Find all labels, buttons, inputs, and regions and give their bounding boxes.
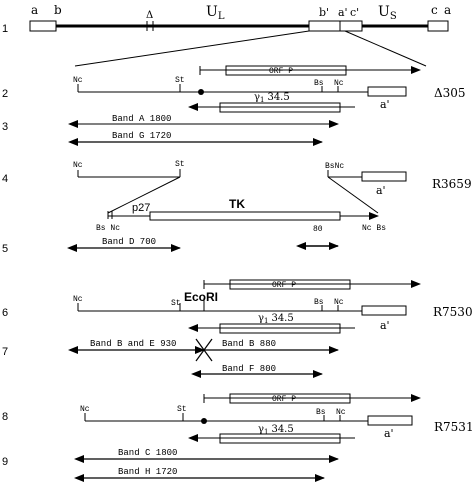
- orf-p-label: ORF P: [269, 67, 293, 76]
- label-UL: UL: [206, 4, 225, 22]
- band-be-label: Band B and E 930: [90, 339, 176, 349]
- a-prime-box: [367, 415, 413, 426]
- bands-row-9: 9 Band C 1800 Band H 1720: [2, 448, 339, 482]
- a-prime-box: [361, 305, 407, 316]
- site-nc-left: Nc: [73, 76, 83, 85]
- site-nc-bs: Nc Bs: [362, 224, 386, 233]
- row-number-2: 2: [2, 88, 8, 100]
- bands-row-5: 5 Band D 700: [2, 237, 339, 255]
- label-b-left: b: [54, 3, 62, 17]
- expansion-line-left: [74, 30, 310, 67]
- box-b-prime: [308, 20, 341, 32]
- label-US: US: [378, 4, 397, 22]
- band-f-label: Band F 800: [222, 364, 276, 374]
- site-nc: Nc: [73, 161, 83, 170]
- bands-row-7: 7 Band B and E 930 Band B 880 Band F 800: [2, 338, 339, 378]
- row-number-4: 4: [2, 173, 8, 185]
- site-st: St: [171, 299, 181, 308]
- construct-name-r7530: R7530: [433, 305, 473, 319]
- insert-line-left: [107, 176, 181, 214]
- tk-label: TK: [229, 197, 245, 211]
- label-c-prime: c': [350, 6, 359, 19]
- ecori-cut-mark-2: [195, 338, 213, 362]
- row-number-6: 6: [2, 307, 8, 319]
- site-ecori: EcoRI: [184, 290, 218, 304]
- a-prime-box: [367, 86, 407, 97]
- label-a-right: a: [444, 3, 451, 17]
- construct-name-d305: Δ305: [434, 86, 466, 100]
- site-nc-right: Nc: [336, 408, 346, 417]
- box-a-c-prime: [339, 20, 363, 32]
- a-prime-label: a': [380, 319, 390, 332]
- band-c-label: Band C 1800: [118, 448, 177, 458]
- insertion-dot: [201, 418, 207, 424]
- site-st: St: [177, 405, 187, 414]
- deletion-dot: [198, 89, 204, 95]
- expansion-line-right: [344, 30, 427, 67]
- a-prime-label: a': [380, 98, 390, 111]
- label-b-prime: b': [319, 6, 329, 19]
- site-st: St: [175, 76, 185, 85]
- site-nc-left: Nc: [73, 295, 83, 304]
- band-g-label: Band G 1720: [112, 131, 171, 141]
- row-number-9: 9: [2, 456, 8, 468]
- a-prime-label: a': [376, 184, 386, 197]
- label-c-right: c: [431, 3, 438, 17]
- a-prime-box: [361, 171, 407, 182]
- row-number-5: 5: [2, 243, 8, 255]
- site-bs: Bs: [314, 298, 324, 307]
- p27-label: p27: [132, 202, 150, 214]
- site-bsnc: BsNc: [325, 162, 344, 171]
- orf-p-label: ORF P: [272, 281, 296, 290]
- row-number-7: 7: [2, 346, 8, 358]
- orf-p-label: ORF P: [272, 395, 296, 404]
- insert-line-right: [327, 176, 379, 214]
- band-d-label: Band D 700: [102, 237, 156, 247]
- site-bs: Bs: [316, 408, 326, 417]
- site-nc-left: Nc: [80, 405, 90, 414]
- band-h-label: Band H 1720: [118, 467, 177, 477]
- label-80: 80: [313, 225, 323, 234]
- site-bs-nc: Bs Nc: [96, 224, 120, 233]
- box-ab-left: [29, 20, 57, 32]
- site-nc-right: Nc: [334, 298, 344, 307]
- construct-name-r3659: R3659: [432, 177, 472, 191]
- site-st: St: [175, 160, 185, 169]
- bands-row-3: 3 Band A 1800 Band G 1720: [2, 114, 339, 146]
- label-a-left: a: [31, 3, 38, 17]
- site-bs: Bs: [314, 79, 324, 88]
- tk-box: [149, 211, 341, 221]
- band-a-label: Band A 1800: [112, 114, 171, 124]
- band-b-label: Band B 880: [222, 339, 276, 349]
- label-delta: Δ: [146, 10, 153, 21]
- a-prime-label: a': [384, 427, 394, 440]
- row-number-1: 1: [2, 23, 8, 35]
- box-ca-right: [427, 20, 449, 32]
- site-nc-right: Nc: [334, 79, 344, 88]
- row-number-3: 3: [2, 121, 8, 133]
- genome-map: 1 a b Δ UL b' a' c' US c a: [2, 3, 451, 67]
- label-a-prime: a': [338, 6, 348, 19]
- construct-r3659: 4 Nc St BsNc a' R3659 p27 TK Bs Nc Nc Bs…: [2, 160, 472, 234]
- row-number-8: 8: [2, 411, 8, 423]
- construct-name-r7531: R7531: [434, 420, 474, 434]
